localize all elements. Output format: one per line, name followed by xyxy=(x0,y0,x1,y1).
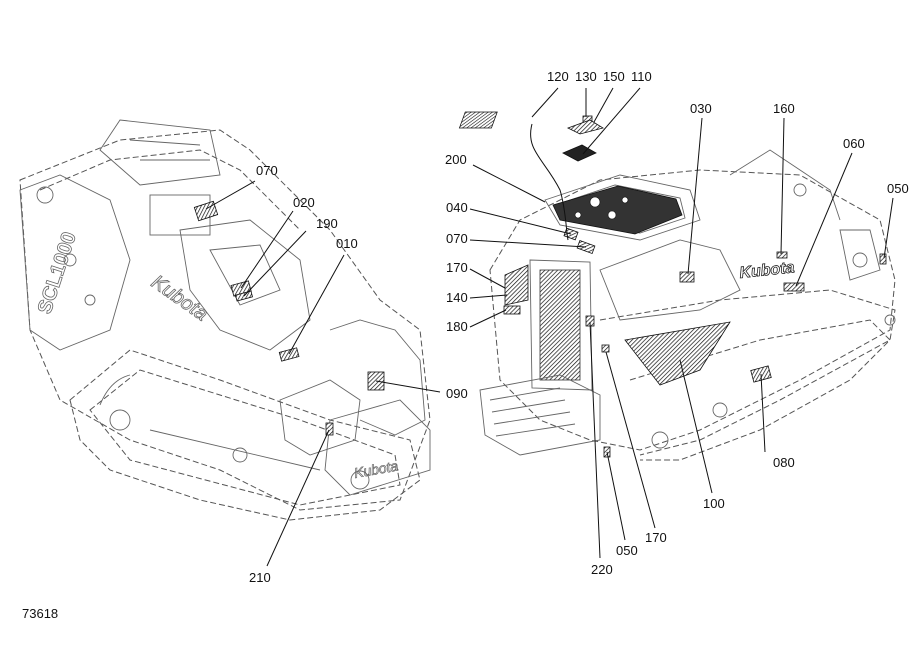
decal-120 xyxy=(458,111,498,129)
callout-210: 210 xyxy=(249,570,271,585)
model-badge-logo: SCL1000 xyxy=(33,229,81,317)
callout-080: 080 xyxy=(773,455,795,470)
decal-180 xyxy=(503,305,521,315)
callout-010: 010 xyxy=(336,236,358,251)
callout-120: 120 xyxy=(547,69,569,84)
callout-180: 180 xyxy=(446,319,468,334)
right-callout-labels: 120 130 150 110 030 160 060 050 200 040 … xyxy=(445,69,909,577)
decal-170-upper xyxy=(504,264,529,306)
kubota-logo-left-side: Kubota xyxy=(147,271,212,326)
kubota-logo-left-bumper: Kubota xyxy=(352,457,400,481)
callout-050-bottom: 050 xyxy=(616,543,638,558)
callout-110: 110 xyxy=(631,69,652,84)
callout-150: 150 xyxy=(603,69,625,84)
callout-040: 040 xyxy=(446,200,468,215)
decal-010 xyxy=(278,347,300,362)
callout-070-right: 070 xyxy=(446,231,468,246)
svg-text:Kubota: Kubota xyxy=(147,271,212,325)
callout-200: 200 xyxy=(445,152,467,167)
callout-060: 060 xyxy=(843,136,865,151)
decal-050-right-top xyxy=(879,253,887,265)
callout-160: 160 xyxy=(773,101,795,116)
callout-190: 190 xyxy=(316,216,338,231)
svg-text:Kubota: Kubota xyxy=(739,259,796,282)
decal-170-lower xyxy=(601,344,610,353)
callout-100: 100 xyxy=(703,496,725,511)
decal-100 xyxy=(624,321,731,386)
left-machine-illustration: SCL1000 Kubota Kubota xyxy=(19,119,431,521)
callout-170-upper: 170 xyxy=(446,260,468,275)
right-machine-illustration: Kubota xyxy=(458,111,896,461)
instrument-panel xyxy=(552,185,683,235)
decal-160 xyxy=(776,251,788,259)
figure-id: 73618 xyxy=(22,606,59,621)
decal-060 xyxy=(783,282,805,292)
left-callout-labels: 070 020 190 010 090 210 xyxy=(249,163,468,585)
svg-text:SCL1000: SCL1000 xyxy=(34,229,81,316)
kubota-logo-right-side: Kubota xyxy=(738,259,796,282)
callout-090: 090 xyxy=(446,386,468,401)
decal-210 xyxy=(325,422,334,436)
callout-020: 020 xyxy=(293,195,315,210)
decal-110 xyxy=(562,144,597,162)
decal-150 xyxy=(566,119,605,135)
svg-text:Kubota: Kubota xyxy=(353,457,400,480)
callout-050-top: 050 xyxy=(887,181,909,196)
right-leader-lines xyxy=(469,87,894,559)
decal-030 xyxy=(679,271,695,283)
callout-130: 130 xyxy=(575,69,597,84)
callout-140: 140 xyxy=(446,290,468,305)
radiator-grille xyxy=(539,269,581,381)
left-leader-lines xyxy=(205,180,441,567)
callout-170-lower: 170 xyxy=(645,530,667,545)
callout-070-left: 070 xyxy=(256,163,278,178)
callout-030: 030 xyxy=(690,101,712,116)
callout-220: 220 xyxy=(591,562,613,577)
